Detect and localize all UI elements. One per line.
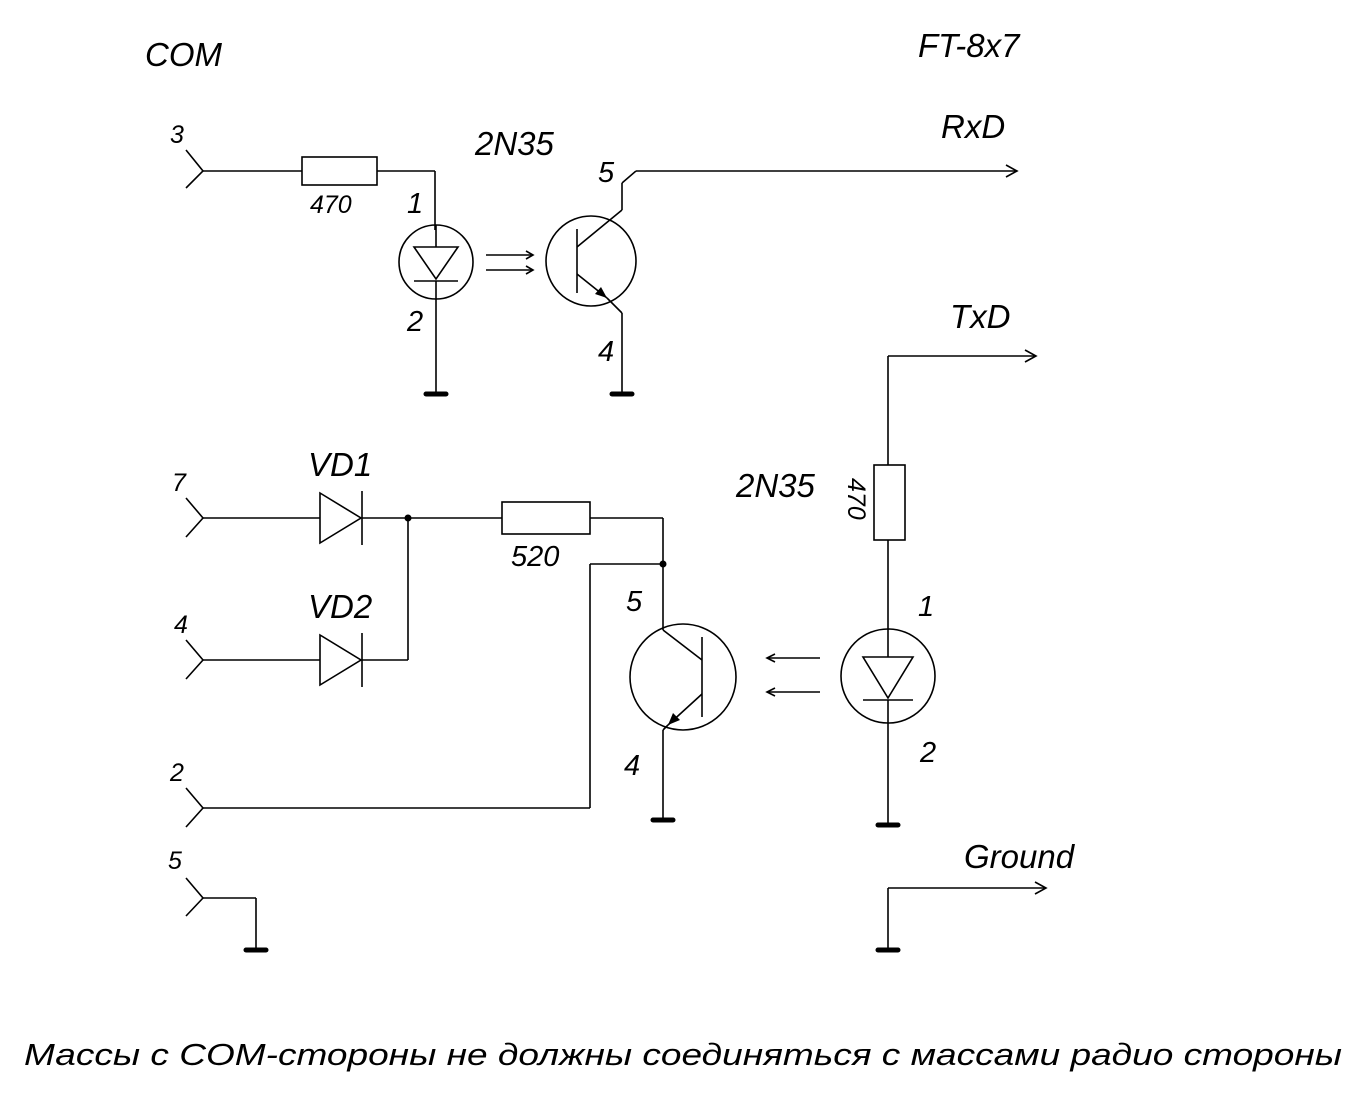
ground-connections: 5 Ground [168, 838, 1076, 953]
diode-vd1 [319, 491, 363, 545]
isolation-note: Массы с COM-стороны не должны соединятьс… [24, 1037, 1342, 1072]
resistor-470-top-label: 470 [310, 191, 352, 219]
phototransistor-top [545, 215, 637, 307]
led-top-triangle [412, 246, 460, 281]
diode-vd2 [319, 633, 363, 687]
com-pin-2-connector [185, 787, 205, 828]
led-bottom-pin-2-label: 2 [919, 737, 936, 769]
transistor-top-pin-5-label: 5 [598, 157, 615, 189]
resistor-520 [501, 501, 591, 535]
com-pin-2-label: 2 [169, 759, 184, 787]
transistor-top-pin-4-label: 4 [598, 336, 614, 368]
top-optocoupler-circuit: 3 470 1 2 2N35 5 4 RxD [170, 108, 1019, 397]
txd-arrow [1024, 349, 1038, 363]
led-bottom-triangle [861, 656, 915, 700]
resistor-470-bottom-label: 470 [842, 478, 870, 520]
resistor-520-label: 520 [511, 541, 559, 573]
rxd-label: RxD [941, 108, 1005, 145]
optocoupler-top-part-label: 2N35 [474, 125, 555, 162]
com-pin-7-connector [185, 497, 205, 538]
rxd-arrow [1005, 164, 1019, 178]
com-pin-3-connector [185, 149, 205, 189]
transistor-bottom-pin-4-label: 4 [624, 750, 640, 782]
txd-label: TxD [950, 298, 1011, 335]
phototransistor-bottom [629, 623, 737, 731]
com-pin-3-label: 3 [170, 121, 184, 149]
ground-arrow [1034, 881, 1048, 895]
com-side-title: COM [145, 36, 223, 73]
bottom-optocoupler-circuit: 7 VD1 4 VD2 520 2 [169, 298, 1038, 828]
led-top-pin-2-label: 2 [406, 306, 423, 338]
ground-label: Ground [964, 838, 1076, 875]
com-pin-5-label: 5 [168, 847, 182, 875]
com-pin-4-label: 4 [174, 611, 188, 639]
led-top-pin-1-label: 1 [407, 188, 423, 220]
diode-vd1-label: VD1 [308, 446, 372, 483]
diode-vd2-label: VD2 [308, 588, 372, 625]
resistor-470-top [301, 156, 378, 186]
radio-side-title: FT-8x7 [918, 27, 1021, 64]
resistor-470-bottom [873, 464, 906, 541]
com-pin-5-connector [185, 877, 205, 917]
led-bottom-pin-1-label: 1 [918, 591, 934, 623]
com-pin-7-label: 7 [172, 469, 187, 497]
transistor-bottom-pin-5-label: 5 [626, 586, 643, 618]
optocoupler-bottom-part-label: 2N35 [735, 467, 816, 504]
com-pin-4-connector [185, 639, 205, 680]
